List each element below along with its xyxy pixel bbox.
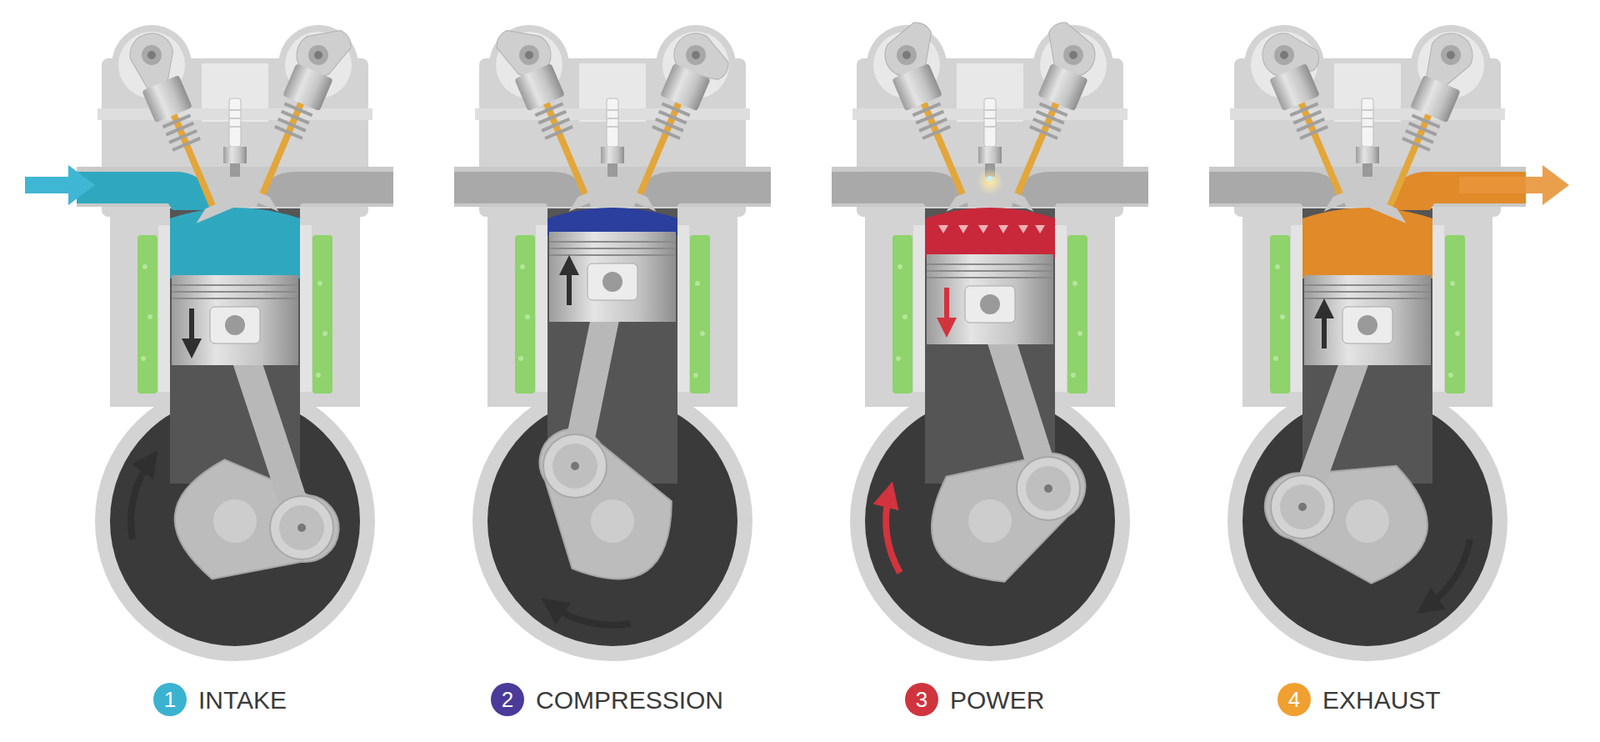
step-number: 4 bbox=[1288, 688, 1300, 710]
step-number-circle: 4 bbox=[1277, 682, 1311, 716]
intake-engine bbox=[25, 18, 394, 661]
step-number-circle: 1 bbox=[153, 682, 187, 716]
step-number-circle: 2 bbox=[490, 682, 525, 716]
stroke-name: POWER bbox=[950, 685, 1045, 714]
stroke-name: COMPRESSION bbox=[535, 685, 724, 714]
exhaust-engine bbox=[1209, 25, 1570, 661]
step-number: 2 bbox=[501, 688, 514, 710]
step-number: 1 bbox=[164, 688, 176, 710]
step-number-circle: 3 bbox=[905, 682, 939, 716]
stroke-name: EXHAUST bbox=[1322, 685, 1441, 714]
step-number: 3 bbox=[915, 688, 928, 710]
power-engine bbox=[831, 14, 1149, 661]
compression-engine bbox=[454, 18, 771, 661]
stroke-name: INTAKE bbox=[198, 685, 287, 714]
